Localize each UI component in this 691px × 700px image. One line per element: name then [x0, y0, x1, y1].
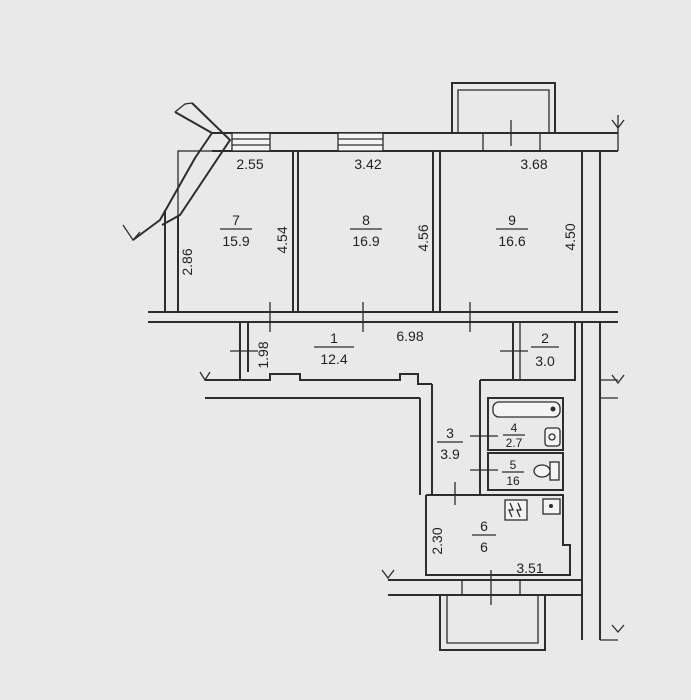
room-9: 9 16.6: [496, 212, 528, 249]
toilet-icon: [533, 461, 560, 481]
room-8-number: 8: [362, 212, 370, 228]
room-4: 4 2.7: [503, 421, 525, 450]
dim-hall-length: 6.98: [396, 328, 423, 344]
room-9-number: 9: [508, 212, 516, 228]
room-6-area: 6: [480, 539, 488, 555]
dim-room7-depth-left: 2.86: [179, 248, 195, 275]
balcony-top: [451, 82, 556, 151]
electric-stove-icon: [504, 499, 528, 521]
room-1-number: 1: [330, 330, 338, 346]
room-2: 2 3.0: [531, 330, 559, 369]
room-3-area: 3.9: [440, 446, 460, 462]
dim-hall-depth: 1.98: [255, 341, 271, 368]
bathtub-icon: [492, 401, 561, 418]
balcony-bottom: [439, 570, 546, 651]
fixtures: [492, 401, 561, 521]
dim-kitchen-width: 3.51: [516, 560, 543, 576]
room-7-number: 7: [232, 212, 240, 228]
room-4-area: 2.7: [506, 436, 523, 450]
room-3: 3 3.9: [437, 425, 463, 462]
dim-room7-width: 2.55: [236, 156, 263, 172]
room-3-number: 3: [446, 425, 454, 441]
room-6-number: 6: [480, 518, 488, 534]
room-8: 8 16.9: [350, 212, 382, 249]
room-6: 6 6: [472, 518, 496, 555]
dim-room9-depth: 4.50: [562, 223, 578, 250]
room-2-area: 3.0: [535, 353, 555, 369]
dim-kitchen-depth: 2.30: [429, 527, 445, 554]
dim-room7-depth-right: 4.54: [274, 226, 290, 253]
room-5-number: 5: [510, 458, 517, 472]
dim-room8-width: 3.42: [354, 156, 381, 172]
window-room8: [337, 132, 384, 152]
window-room7: [231, 132, 271, 152]
windows: [230, 82, 556, 651]
room-7-area: 15.9: [222, 233, 249, 249]
dimension-labels: 2.55 3.42 3.68 2.86 4.54 4.56 4.50 6.98 …: [179, 156, 578, 576]
dim-room8-depth: 4.56: [415, 224, 431, 251]
room-8-area: 16.9: [352, 233, 379, 249]
room-4-number: 4: [511, 421, 518, 435]
kitchen-sink-icon: [542, 498, 561, 515]
room-1-area: 12.4: [320, 351, 347, 367]
room-5-area: 16: [506, 474, 520, 488]
sink-icon: [544, 427, 561, 447]
room-labels: 7 15.9 8 16.9 9 16.6 1 12.4 2 3.0 3 3.9: [220, 212, 559, 555]
room-9-area: 16.6: [498, 233, 525, 249]
room-2-number: 2: [541, 330, 549, 346]
room-5: 5 16: [502, 458, 524, 488]
room-1: 1 12.4: [314, 330, 354, 367]
room-7: 7 15.9: [220, 212, 252, 249]
dim-room9-width: 3.68: [520, 156, 547, 172]
